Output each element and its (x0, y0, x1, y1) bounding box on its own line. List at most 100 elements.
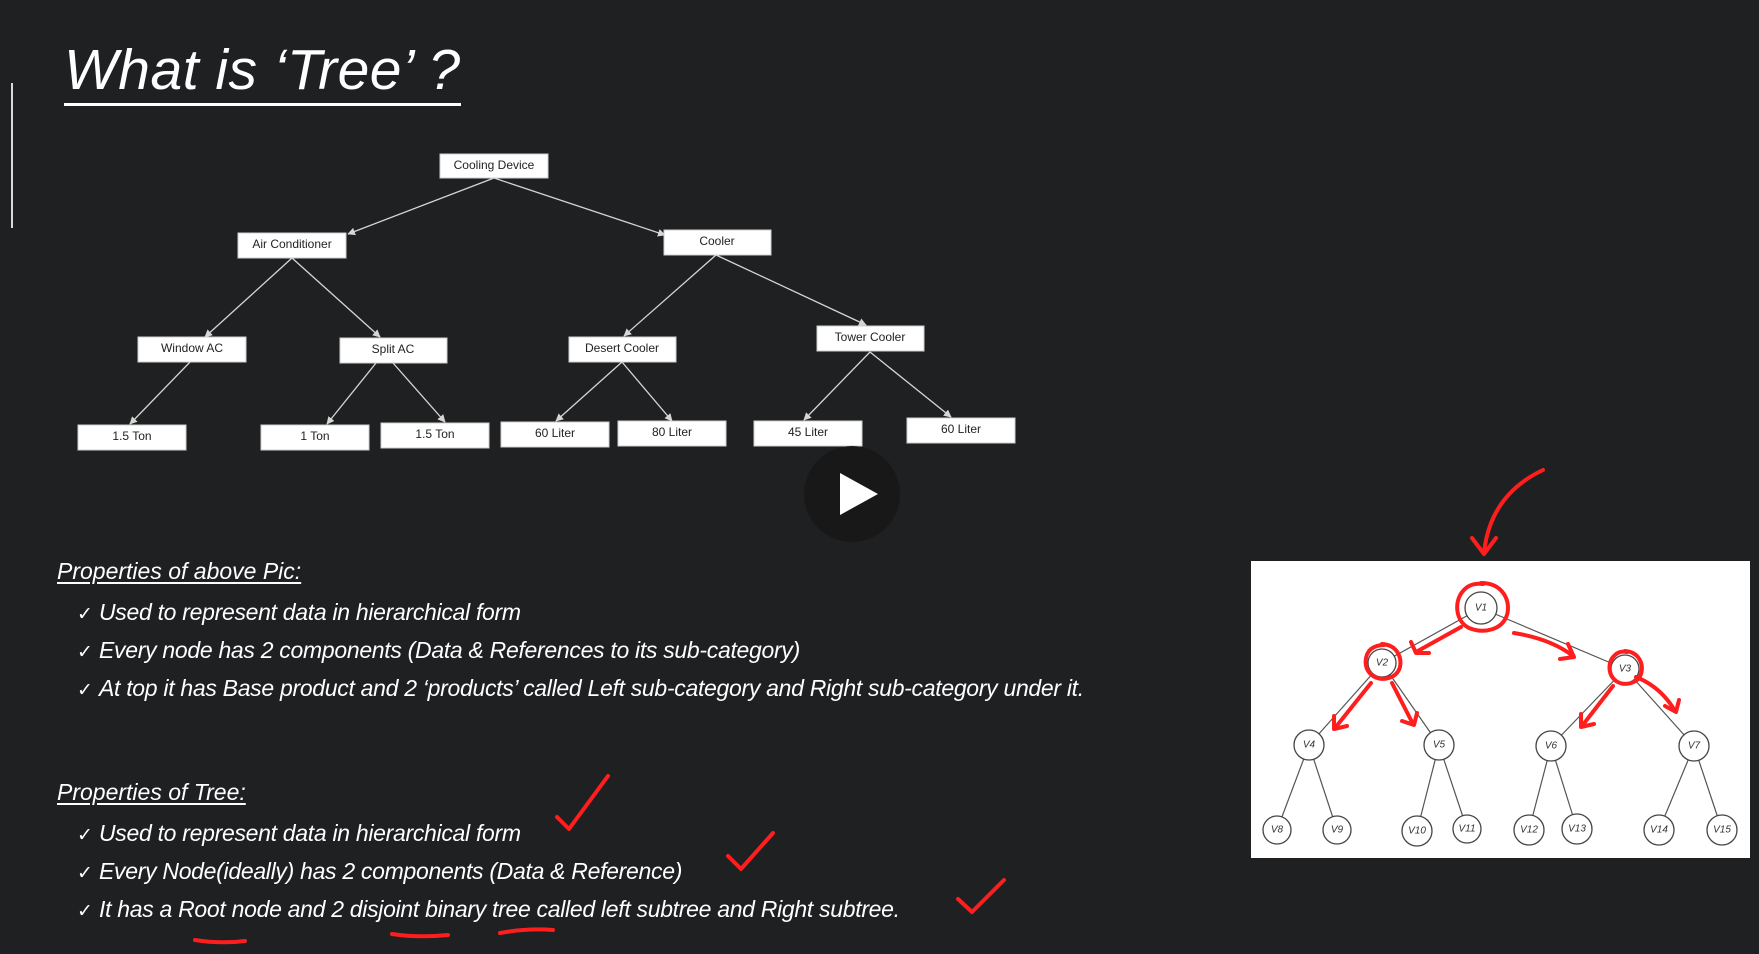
tree-node-window-ac: Window AC (137, 336, 247, 363)
binary-node-v4: V4 (1293, 729, 1325, 761)
svg-text:60 Liter: 60 Liter (941, 422, 981, 436)
edge-ac-split (291, 257, 381, 338)
tree-edges (129, 177, 952, 425)
tree-property-item: ✓Used to represent data in hierarchical … (77, 814, 900, 852)
binary-node-v7: V7 (1678, 730, 1710, 762)
svg-text:Cooler: Cooler (699, 234, 734, 248)
tree-node-air-conditioner: Air Conditioner (237, 232, 347, 259)
play-button[interactable] (804, 446, 900, 542)
checkmark-icon: ✓ (77, 604, 93, 625)
binary-node-v11: V11 (1452, 814, 1482, 844)
checkmark-icon: ✓ (77, 825, 93, 846)
svg-text:V11: V11 (1458, 824, 1475, 835)
svg-text:Desert Cooler: Desert Cooler (585, 341, 659, 355)
checkmark-icon: ✓ (77, 863, 93, 884)
edge-desert-80 (621, 361, 673, 422)
checkmark-icon: ✓ (77, 901, 93, 922)
svg-text:80 Liter: 80 Liter (652, 425, 692, 439)
circle-annotation-v3 (1607, 649, 1644, 686)
checkmark-annotation-1 (555, 774, 610, 831)
svg-text:V3: V3 (1619, 664, 1632, 675)
edge-ac-window (204, 257, 293, 338)
binary-node-v15: V15 (1706, 814, 1738, 846)
tree-node-desert-60-liter: 60 Liter (500, 421, 610, 448)
edge-tower-45 (803, 351, 871, 421)
svg-text:60 Liter: 60 Liter (535, 426, 575, 440)
tree-node-desert-cooler: Desert Cooler (568, 336, 677, 363)
tree-node-split-1-5-ton: 1.5 Ton (380, 422, 490, 449)
checkmark-icon: ✓ (77, 680, 93, 701)
edge-root-ac (347, 177, 495, 236)
slide-title: What is ‘Tree’ ? (64, 38, 461, 106)
binary-node-v1: V1 (1464, 591, 1498, 625)
svg-text:45 Liter: 45 Liter (788, 425, 828, 439)
svg-text:1.5 Ton: 1.5 Ton (112, 429, 151, 443)
edge-desert-60 (555, 361, 623, 422)
binary-node-v6: V6 (1535, 730, 1567, 762)
binary-node-v14: V14 (1643, 814, 1675, 846)
binary-node-v8: V8 (1262, 815, 1292, 845)
binary-tree-annotations (1332, 581, 1681, 731)
tree-node-split-1-ton: 1 Ton (260, 424, 370, 451)
svg-text:V10: V10 (1408, 826, 1426, 837)
underline-annotation-disjoint (390, 932, 450, 939)
binary-node-v9: V9 (1322, 815, 1352, 845)
svg-text:V13: V13 (1568, 824, 1586, 835)
tree-node-tower-60-liter: 60 Liter (906, 417, 1016, 444)
svg-text:Window AC: Window AC (161, 341, 223, 355)
svg-text:Air Conditioner: Air Conditioner (252, 237, 331, 251)
edge-tower-60 (869, 351, 952, 418)
pic-property-item: ✓Every node has 2 components (Data & Ref… (77, 631, 1084, 669)
red-annotations (193, 774, 1006, 945)
checkmark-annotation-3 (956, 878, 1006, 914)
svg-text:V5: V5 (1433, 740, 1446, 751)
edge-split-15 (392, 362, 446, 423)
edge-cooler-desert (623, 254, 717, 337)
edge-cooler-tower (715, 254, 867, 326)
underline-annotation-tree (498, 927, 555, 935)
svg-text:Cooling Device: Cooling Device (454, 158, 535, 172)
svg-text:Split AC: Split AC (372, 342, 415, 356)
circle-annotation-v2 (1363, 642, 1403, 681)
edge-root-cooler (493, 177, 666, 237)
svg-text:V14: V14 (1650, 825, 1668, 836)
pic-properties-heading: Properties of above Pic: (57, 558, 302, 584)
svg-text:V15: V15 (1713, 825, 1731, 836)
root-pointer-arrowhead (1470, 536, 1498, 556)
root-pointer-arrow (1482, 468, 1545, 555)
edge-split-1 (326, 362, 377, 425)
pic-property-item: ✓At top it has Base product and 2 ‘produ… (77, 669, 1084, 707)
svg-text:V8: V8 (1271, 825, 1284, 836)
svg-text:V2: V2 (1376, 658, 1389, 669)
svg-text:V7: V7 (1688, 741, 1701, 752)
tree-node-desert-80-liter: 80 Liter (617, 420, 727, 447)
svg-text:1.5 Ton: 1.5 Ton (415, 427, 454, 441)
edge-window-15 (129, 360, 192, 425)
binary-node-v13: V13 (1561, 813, 1593, 845)
pic-property-item: ✓Used to represent data in hierarchical … (77, 593, 1084, 631)
svg-text:V6: V6 (1545, 741, 1558, 752)
tree-node-tower-45-liter: 45 Liter (753, 420, 863, 447)
svg-text:Tower Cooler: Tower Cooler (835, 330, 906, 344)
binary-tree-diagram: V1 V2 V3 V4 V5 V6 V7 V8 V9 V10 V11 V12 V… (1262, 581, 1738, 847)
binary-node-v12: V12 (1513, 814, 1545, 846)
binary-tree-panel: V1 V2 V3 V4 V5 V6 V7 V8 V9 V10 V11 V12 V… (1251, 561, 1750, 858)
svg-text:V1: V1 (1475, 603, 1487, 614)
checkmark-icon: ✓ (77, 642, 93, 663)
checkmark-annotation-2 (726, 831, 775, 871)
tree-node-split-ac: Split AC (339, 337, 448, 364)
binary-node-v10: V10 (1401, 815, 1433, 847)
circle-annotation-v1 (1455, 581, 1510, 633)
underline-annotation-root (193, 938, 247, 945)
svg-text:V12: V12 (1520, 825, 1538, 836)
svg-text:1 Ton: 1 Ton (300, 429, 329, 443)
pic-properties-section: Properties of above Pic: ✓Used to repres… (57, 558, 1084, 707)
tree-properties-section: Properties of Tree: ✓Used to represent d… (57, 779, 900, 928)
slide-edge-bar (11, 83, 13, 228)
tree-node-cooling-device: Cooling Device (439, 153, 549, 179)
tree-property-item: ✓It has a Root node and 2 disjoint binar… (77, 890, 900, 928)
svg-text:V4: V4 (1303, 740, 1316, 751)
